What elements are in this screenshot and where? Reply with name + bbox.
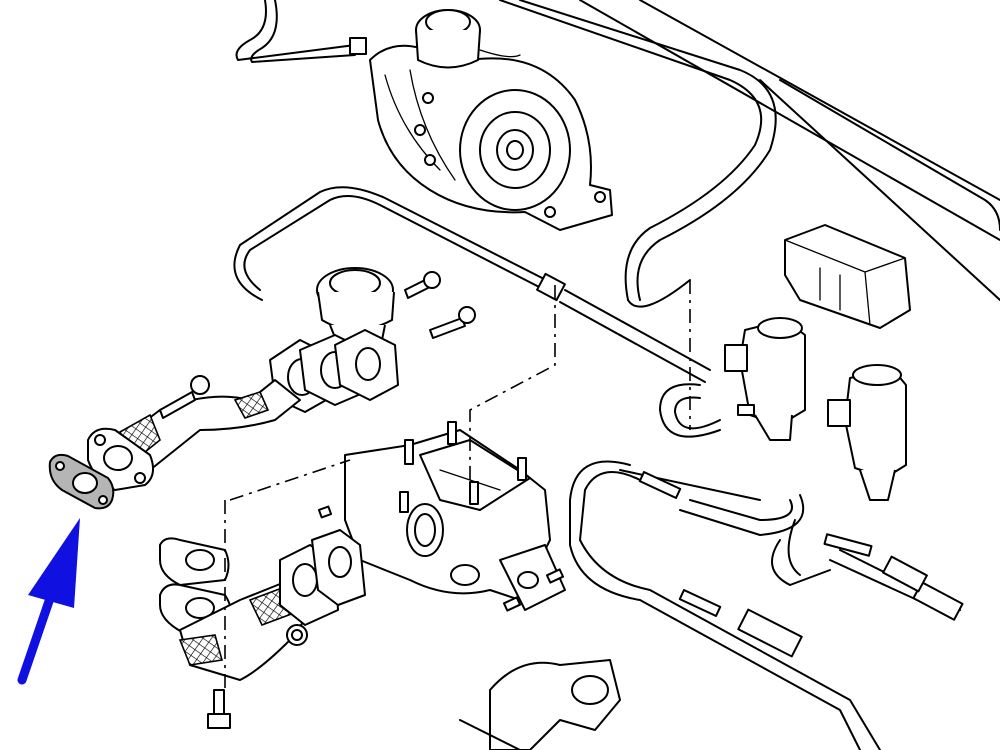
pointer-arrow bbox=[17, 518, 80, 685]
solenoid-valve-2 bbox=[827, 364, 907, 501]
exhaust-manifold bbox=[317, 421, 566, 612]
egr-pipe-assembly bbox=[87, 329, 399, 491]
lower-egr-pipe bbox=[159, 529, 366, 729]
solenoid-valve-1 bbox=[724, 317, 806, 441]
protective-cap bbox=[784, 224, 911, 329]
vacuum-hoses bbox=[233, 0, 964, 750]
egr-gasket-highlighted bbox=[48, 453, 115, 510]
assembly-guide-lines bbox=[224, 280, 691, 690]
downpipe bbox=[459, 659, 621, 750]
turbocharger bbox=[369, 9, 613, 231]
